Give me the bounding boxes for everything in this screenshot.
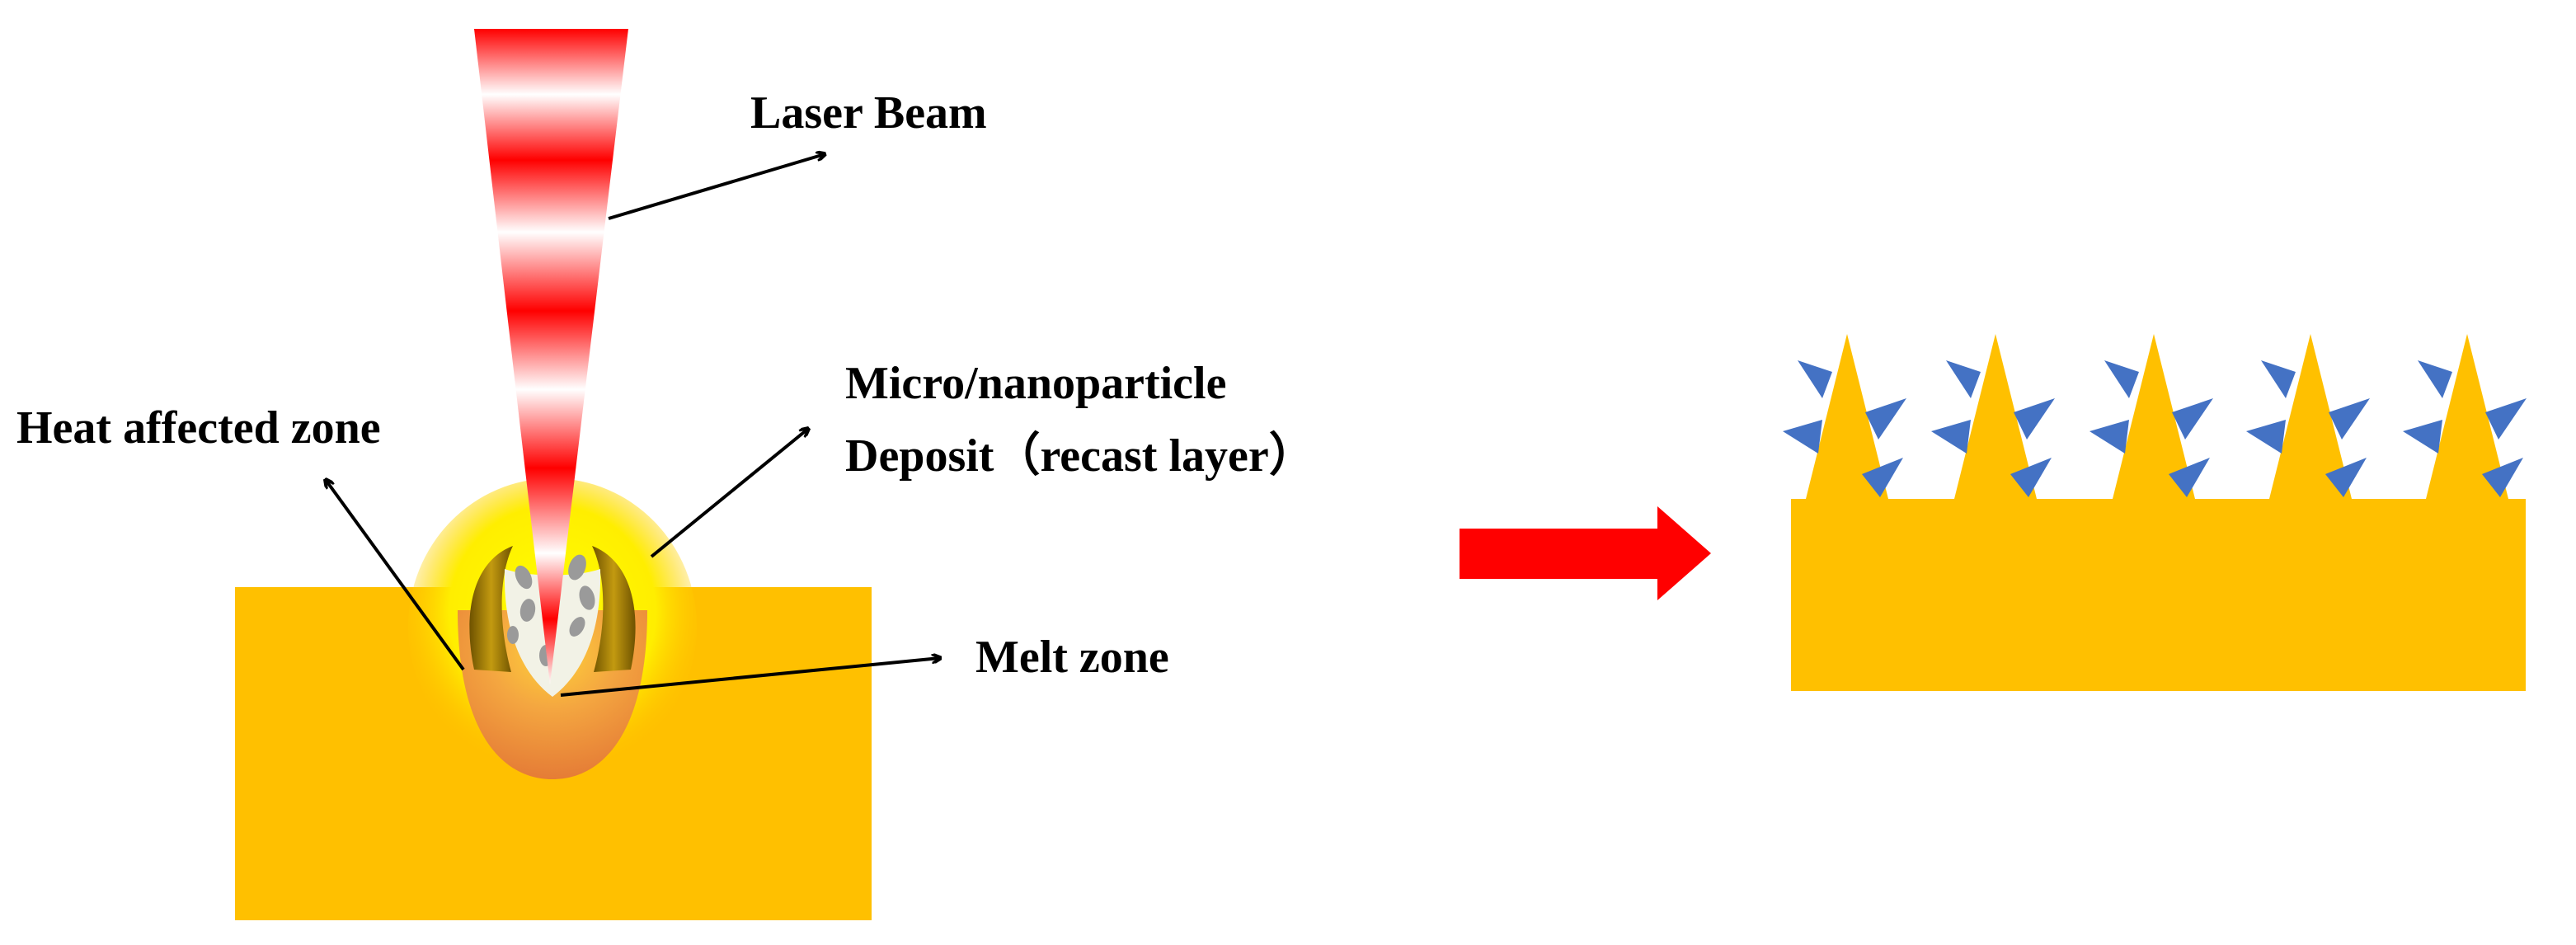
recast-layer-right — [592, 546, 636, 672]
annotation-arrows — [326, 154, 940, 697]
label-heat-affected-zone: Heat affected zone — [16, 402, 381, 454]
nano-particle — [2403, 420, 2442, 454]
nano-particle — [1865, 398, 1906, 440]
nano-particle — [2482, 458, 2523, 497]
nano-particle — [2325, 458, 2367, 497]
laser-beam-arrow — [608, 154, 825, 220]
recast-layer-left — [469, 546, 513, 672]
nano-particle — [2010, 458, 2052, 497]
nano-particle — [2418, 360, 2452, 398]
laser-beam — [474, 29, 628, 684]
particle-deposit-arrow — [650, 429, 808, 558]
label-laser-beam: Laser Beam — [750, 87, 987, 139]
heat-affected-zone-arrow — [326, 480, 465, 671]
nano-particle — [1931, 420, 1971, 454]
label-particle-line1: Micro/nanoparticle — [845, 358, 1226, 409]
nano-particle — [1946, 360, 1981, 398]
nano-particle — [2261, 360, 2296, 398]
melt-zone-arrow — [560, 658, 940, 697]
left-panel — [235, 29, 872, 920]
label-particle-line2: Deposit（recast layer） — [845, 430, 1315, 482]
nano-particle — [2104, 360, 2139, 398]
nano-particle — [1862, 458, 1903, 497]
nano-particle — [2172, 398, 2213, 440]
nano-particle — [1798, 360, 1832, 398]
nano-particle — [2246, 420, 2286, 454]
labels: Laser Beam Heat affected zone Micro/nano… — [16, 87, 1315, 683]
nano-particles — [1783, 360, 2527, 497]
label-melt-zone: Melt zone — [975, 632, 1169, 683]
nano-particle — [2169, 458, 2210, 497]
nano-particle — [1783, 420, 1822, 454]
right-panel — [1783, 334, 2527, 691]
nano-particle — [2014, 398, 2055, 440]
textured-surface — [1791, 334, 2526, 691]
ejected-particles — [507, 554, 595, 666]
nano-particle — [2485, 398, 2527, 440]
process-arrow — [1460, 506, 1711, 600]
nano-particle — [2089, 420, 2129, 454]
nano-particle — [2329, 398, 2370, 440]
